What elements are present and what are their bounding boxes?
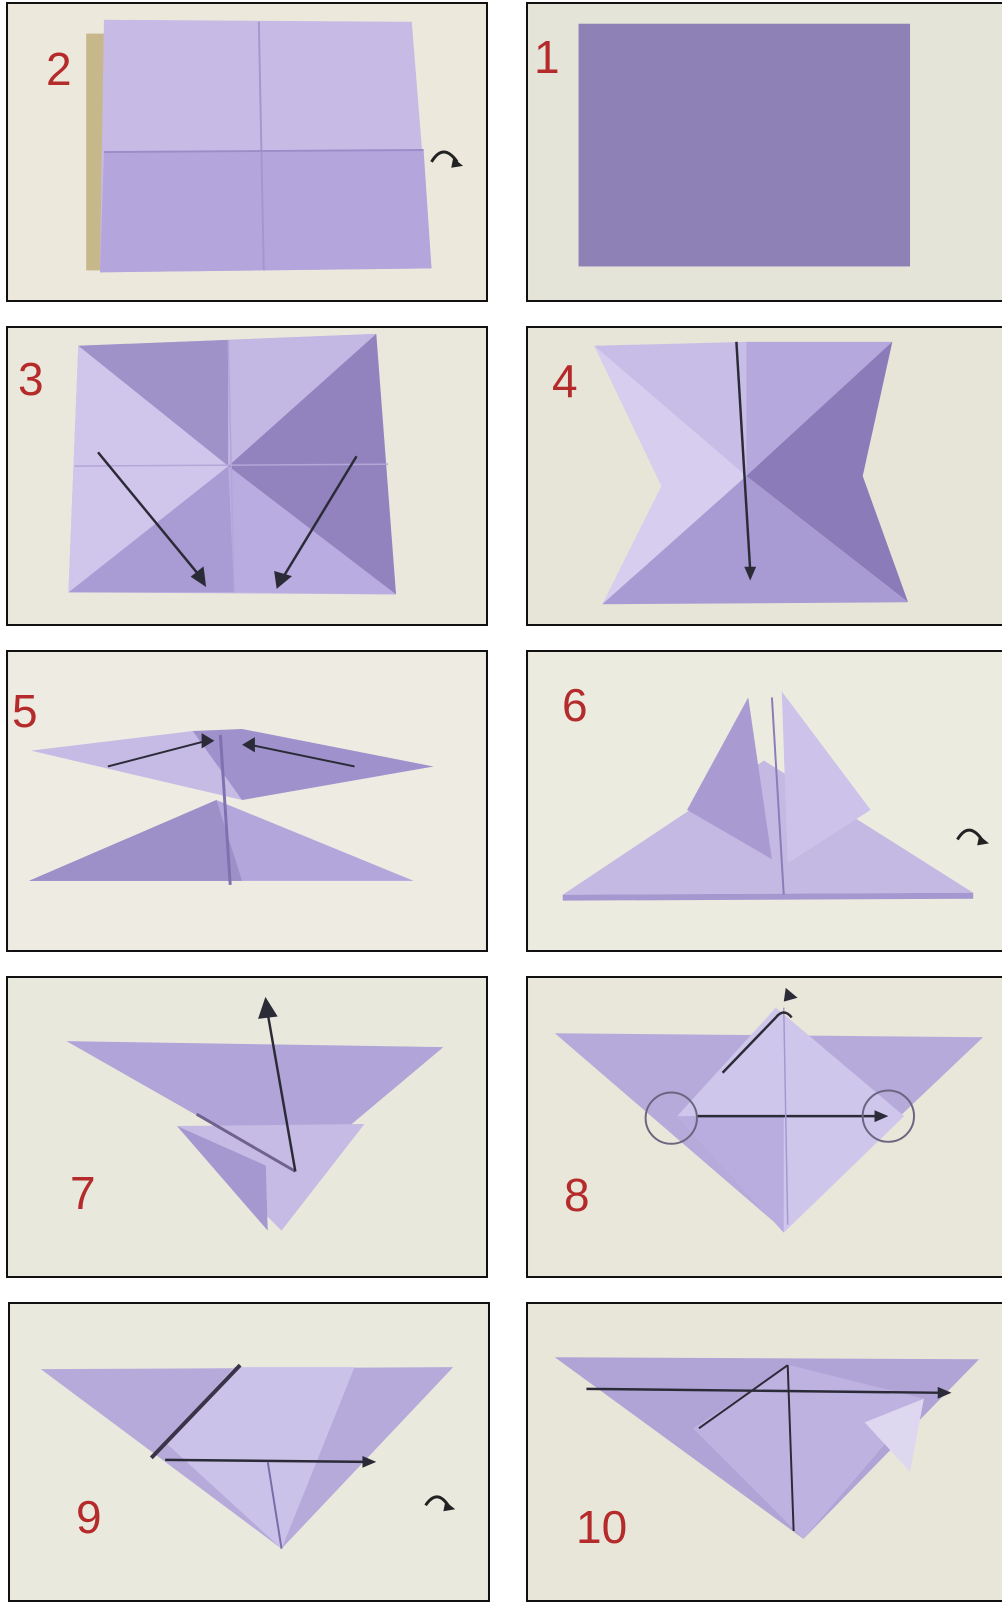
curved-turn-over-arrow-icon (424, 1495, 456, 1512)
step-7-panel: 7 (6, 976, 488, 1278)
step-9-panel: 9 (8, 1302, 490, 1602)
step-number: 6 (562, 679, 588, 731)
step-1-image (529, 4, 1002, 300)
step-4-panel: 4 (526, 326, 1002, 626)
step-1-panel: 1 (526, 2, 1002, 302)
step-2-image (9, 4, 485, 300)
step-number: 8 (564, 1169, 590, 1221)
step-8-panel: 8 (526, 976, 1002, 1278)
step-5-image (9, 652, 485, 950)
step-number: 4 (552, 355, 578, 407)
curved-turn-over-arrow-icon (956, 828, 990, 846)
step-6-image (529, 652, 1002, 950)
circle-marker-icon (861, 1089, 915, 1143)
step-number: 3 (18, 353, 44, 405)
step-6-panel: 6 (526, 650, 1002, 952)
step-3-panel: 3 (6, 326, 488, 626)
step-number: 5 (12, 685, 38, 737)
fold-arrow-icon (586, 1387, 944, 1395)
fold-arrow-icon (735, 341, 752, 571)
step-4-image (529, 328, 1002, 624)
step-2-panel: 2 (6, 2, 488, 302)
fold-arrow-icon (258, 996, 297, 1172)
step-number: 7 (70, 1167, 96, 1219)
step-number: 1 (534, 31, 560, 83)
step-number: 9 (76, 1491, 102, 1543)
circle-marker-icon (644, 1091, 698, 1145)
curved-turn-over-arrow-icon (430, 150, 464, 168)
step-5-panel: 5 (6, 650, 488, 952)
step-9-image (11, 1304, 487, 1600)
step-10-panel: 10 (526, 1302, 1002, 1602)
step-number: 2 (46, 43, 72, 95)
fold-arrow-icon (107, 733, 355, 768)
step-10-image (529, 1304, 1002, 1600)
fold-arrow-icon (97, 451, 358, 589)
step-7-image (9, 978, 485, 1276)
step-8-image (529, 978, 1002, 1276)
fold-arrow-icon (165, 1458, 367, 1464)
step-3-image (9, 328, 485, 624)
step-number: 10 (576, 1501, 628, 1553)
